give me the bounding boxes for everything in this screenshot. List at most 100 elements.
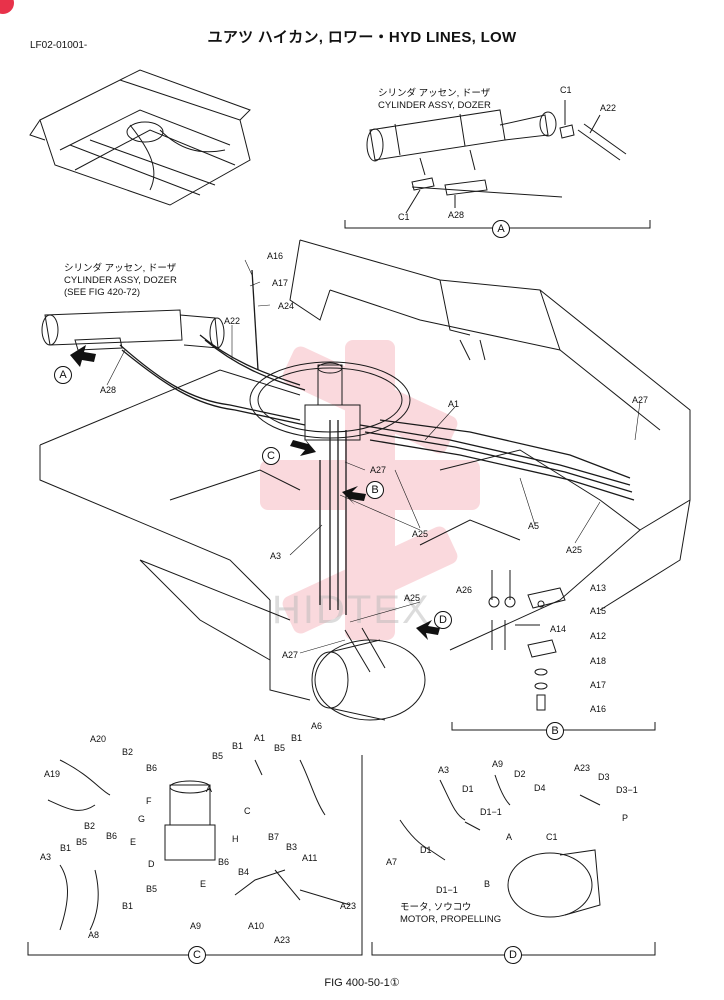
part-label: D3 [598,772,610,782]
part-label: B1 [291,733,303,743]
view-label-b-inset: B [546,722,564,740]
page-title: ユアツ ハイカン, ロワー・HYD LINES, LOW [207,29,517,46]
part-label: A27 [632,395,649,405]
part-label: A13 [590,583,607,593]
part-label: A14 [550,624,567,634]
part-label: A3 [270,551,282,561]
part-label: B2 [122,747,134,757]
part-label: D1 [420,845,432,855]
part-label: B5 [212,751,224,761]
part-label: A25 [566,545,583,555]
part-label: A17 [590,680,607,690]
machine-overview-sketch [29,69,251,206]
note-inset-a-en: CYLINDER ASSY, DOZER [378,100,491,111]
part-label: B1 [232,741,244,751]
part-label: A26 [456,585,473,595]
port-tag: B [484,879,491,889]
note-main-en: CYLINDER ASSY, DOZER [64,275,177,286]
propelling-motor [311,627,426,721]
port-tag: H [232,834,239,844]
port-tag: E [130,837,137,847]
port-tag: E [200,879,207,889]
part-label: B5 [274,743,286,753]
part-label: A25 [404,593,421,603]
arrow-c [290,438,316,456]
part-label: A18 [590,656,607,666]
note-inset-a-jp: シリンダ アッセン, ドーザ [378,88,491,99]
note-main-ref: (SEE FIG 420-72) [64,287,141,298]
part-label: A11 [302,853,318,863]
part-label: A7 [386,857,398,867]
arrow-b [342,486,366,505]
page-badge [0,0,14,14]
inset-a-cylinder [366,100,627,214]
inset-d-detail [399,774,601,918]
part-label: A28 [448,210,465,220]
part-label: A6 [311,721,323,731]
part-label: A9 [190,921,202,931]
part-label: A23 [574,763,591,773]
port-tag: F [146,796,152,806]
part-label: D1−1 [480,807,502,817]
undercarriage-frame [39,239,691,701]
part-label: A3 [40,852,52,862]
part-label: A3 [438,765,450,775]
port-tag: C [244,806,251,816]
part-label: A1 [448,399,460,409]
part-label: B1 [60,843,72,853]
part-label: B6 [218,857,230,867]
part-label: A12 [590,631,607,641]
part-label: A9 [492,759,504,769]
part-label: A19 [44,769,61,779]
part-label: A8 [88,930,100,940]
note-main-jp: シリンダ アッセン, ドーザ [64,263,177,274]
part-label: B5 [76,837,88,847]
view-label-c-inset: C [188,946,206,964]
part-label: B5 [146,884,158,894]
view-label-a: A [54,366,72,384]
document-code: LF02-01001- [30,40,88,51]
port-tag: A [506,832,513,842]
note-motor-jp: モータ, ソウコウ [400,902,472,913]
part-label: D2 [514,769,526,779]
view-label-a-inset: A [492,220,510,238]
part-label: A22 [600,103,617,113]
view-label-b: B [366,481,384,499]
part-label: B2 [84,821,96,831]
part-label: D3−1 [616,785,638,795]
part-label: A5 [528,521,540,531]
part-label: A16 [590,704,607,714]
arrow-d [416,620,440,640]
part-label: D1−1 [436,885,458,895]
part-label: D1 [462,784,474,794]
note-motor-en: MOTOR, PROPELLING [400,914,502,925]
part-label: B1 [122,901,134,911]
part-label: C1 [398,212,410,222]
part-label: C1 [560,85,572,95]
part-label: A24 [278,301,295,311]
part-label: A20 [90,734,107,744]
part-label: A17 [272,278,289,288]
part-label: A27 [282,650,299,660]
part-label: A15 [590,606,607,616]
part-label: A25 [412,529,429,539]
part-label: B4 [238,867,250,877]
part-label: B3 [286,842,298,852]
view-label-d-inset: D [504,946,522,964]
part-label: A23 [274,935,291,945]
port-tag: G [138,814,146,824]
part-label: D4 [534,783,546,793]
port-tag: D [148,859,155,869]
port-tag: P [622,813,629,823]
part-label: B7 [268,832,280,842]
part-label: B6 [106,831,118,841]
port-tag: A [206,784,213,794]
part-label: A16 [267,251,284,261]
dozer-cylinder [41,309,225,351]
port-tag: C1 [546,832,558,842]
part-label: A27 [370,465,387,475]
part-label: A22 [224,316,241,326]
part-label: A1 [254,733,266,743]
part-label: A23 [340,901,357,911]
